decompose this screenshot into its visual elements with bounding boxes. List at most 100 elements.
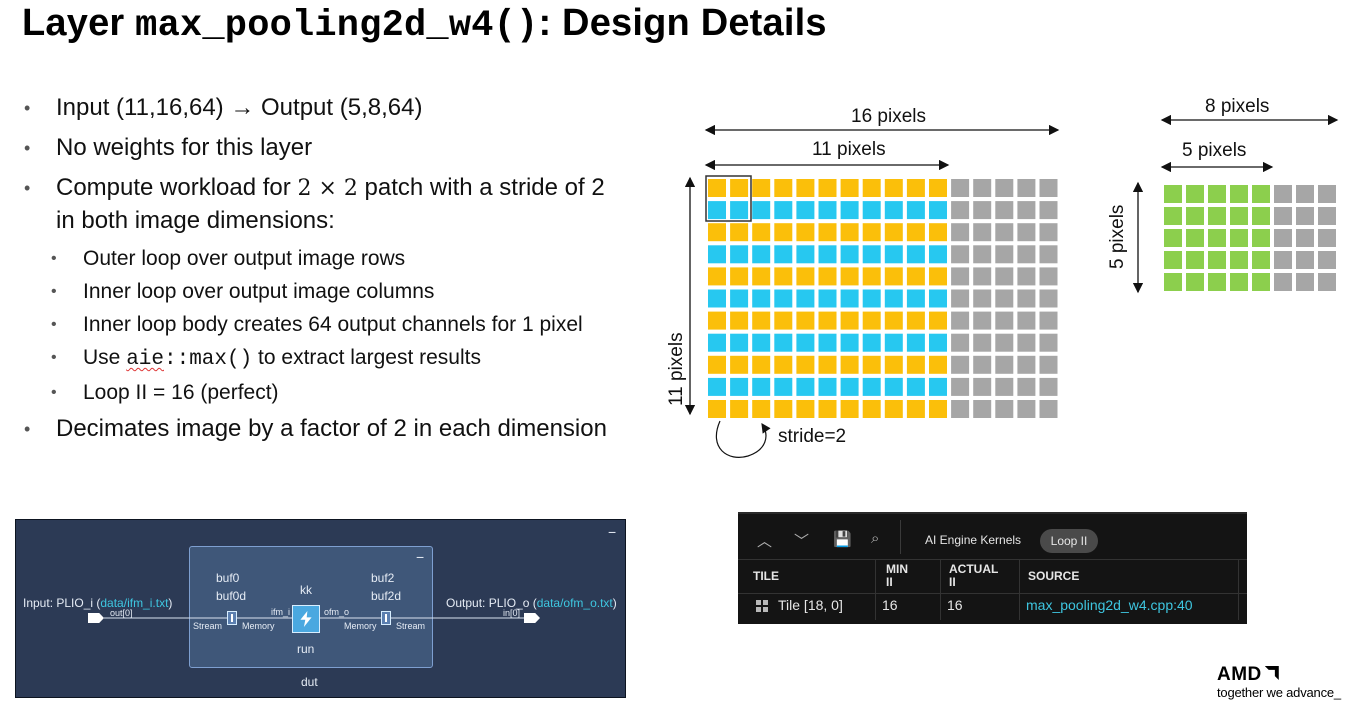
pixel-cell xyxy=(1039,355,1058,374)
pixel-cell xyxy=(708,333,726,352)
pixel-cell xyxy=(951,333,970,352)
pixel-cell xyxy=(1318,207,1336,225)
pixel-cell xyxy=(1039,245,1058,264)
pixel-cell xyxy=(1296,273,1314,291)
pixel-cell xyxy=(1208,273,1226,291)
chevron-down-icon[interactable]: ﹀ xyxy=(794,533,810,550)
pooling-window xyxy=(705,175,752,222)
tile-grid-icon xyxy=(756,600,768,612)
pixel-cell xyxy=(1017,311,1036,330)
pixel-cell xyxy=(1164,229,1182,247)
pixel-cell xyxy=(884,355,903,374)
cell-source-link[interactable]: max_pooling2d_w4.cpp:40 xyxy=(1026,597,1193,613)
pixel-cell xyxy=(818,267,837,286)
pixel-cell xyxy=(862,201,881,220)
tab-loop-ii[interactable]: Loop II xyxy=(1040,529,1098,553)
pixel-cell xyxy=(1039,179,1058,197)
pixel-cell xyxy=(995,400,1014,418)
input-pixel-grid xyxy=(708,179,1058,418)
buffer-out-icon[interactable] xyxy=(381,611,391,625)
pixel-cell xyxy=(906,400,925,418)
cell-min-ii: 16 xyxy=(882,597,898,613)
pixel-cell xyxy=(840,355,859,374)
pixel-cell xyxy=(1186,207,1204,225)
pixel-cell xyxy=(1017,245,1036,264)
pixel-cell xyxy=(840,223,859,242)
input-port-icon[interactable] xyxy=(88,613,104,623)
pixel-cell xyxy=(862,311,881,330)
pixel-cell xyxy=(774,201,793,220)
pixel-cell xyxy=(1186,273,1204,291)
pixel-cell xyxy=(884,179,903,197)
pixel-cell xyxy=(1252,229,1270,247)
pixel-cell xyxy=(840,400,859,418)
pixel-cell xyxy=(1186,185,1204,203)
pixel-cell xyxy=(796,311,815,330)
tab-ai-engine-kernels[interactable]: AI Engine Kernels xyxy=(925,533,1022,547)
pixel-cell xyxy=(884,377,903,396)
pixel-cell xyxy=(1252,273,1270,291)
bullet-compute: Compute workload for 2 × 2 patch with a … xyxy=(24,172,624,237)
output-port-icon[interactable] xyxy=(524,613,540,623)
pixel-cell xyxy=(995,179,1014,197)
pixel-cell xyxy=(995,377,1014,396)
graph-collapse-icon[interactable]: − xyxy=(608,524,617,540)
pixel-cell xyxy=(862,289,881,308)
pixel-cell xyxy=(1017,201,1036,220)
buf0d-label: buf0d xyxy=(216,589,247,603)
pixel-cell xyxy=(796,223,815,242)
pixel-cell xyxy=(1017,400,1036,418)
buffer-in-icon[interactable] xyxy=(227,611,237,625)
pixel-cell xyxy=(818,201,837,220)
pixel-cell xyxy=(1017,267,1036,286)
input-file-link[interactable]: data/ifm_i.txt xyxy=(100,596,169,610)
pixel-cell xyxy=(730,267,749,286)
pixel-cell xyxy=(1039,311,1058,330)
save-icon[interactable]: 💾 xyxy=(833,531,852,548)
loop-ii-report-table: ︿ ﹀ 💾 ⌕ AI Engine Kernels Loop II TILE M… xyxy=(738,512,1247,624)
pixel-cell xyxy=(708,355,726,374)
pixel-cell xyxy=(752,377,771,396)
pixel-cell xyxy=(973,245,992,264)
pixel-cell xyxy=(1208,185,1226,203)
pixel-cell xyxy=(862,245,881,264)
dut-label: dut xyxy=(301,675,318,689)
pixel-cell xyxy=(929,267,947,286)
output-file-link[interactable]: data/ofm_o.txt xyxy=(536,596,613,610)
input-plio-label: Input: PLIO_i (data/ifm_i.txt) xyxy=(23,596,173,610)
pixel-cell xyxy=(906,311,925,330)
pixel-cell xyxy=(752,333,771,352)
pixel-cell xyxy=(1164,185,1182,203)
pixel-cell xyxy=(774,245,793,264)
pixel-cell xyxy=(818,289,837,308)
pixel-cell xyxy=(1274,273,1292,291)
header-source[interactable]: SOURCE xyxy=(1028,569,1080,583)
pixel-cell xyxy=(840,267,859,286)
dut-collapse-icon[interactable]: − xyxy=(416,549,425,565)
pixel-cell xyxy=(708,400,726,418)
pixel-cell xyxy=(1208,207,1226,225)
pixel-cell xyxy=(951,377,970,396)
header-tile[interactable]: TILE xyxy=(753,569,779,583)
bullet-io: Input (11,16,64) → Output (5,8,64) xyxy=(24,92,624,124)
pixel-cell xyxy=(752,289,771,308)
pixel-cell xyxy=(929,377,947,396)
pixel-cell xyxy=(752,400,771,418)
pixel-cell xyxy=(1039,377,1058,396)
chevron-up-icon[interactable]: ︿ xyxy=(757,533,773,550)
pixel-cell xyxy=(840,201,859,220)
pixel-cell xyxy=(929,223,947,242)
pixel-cell xyxy=(884,289,903,308)
pixel-cell xyxy=(906,333,925,352)
pixel-cell xyxy=(774,355,793,374)
kernel-icon[interactable] xyxy=(292,605,320,633)
buf2-label: buf2 xyxy=(371,571,395,585)
pixel-cell xyxy=(906,289,925,308)
pixel-cell xyxy=(774,179,793,197)
search-icon[interactable]: ⌕ xyxy=(871,530,880,547)
pixel-cell xyxy=(995,245,1014,264)
table-row[interactable]: Tile [18, 0] 16 16 max_pooling2d_w4.cpp:… xyxy=(738,594,1247,620)
